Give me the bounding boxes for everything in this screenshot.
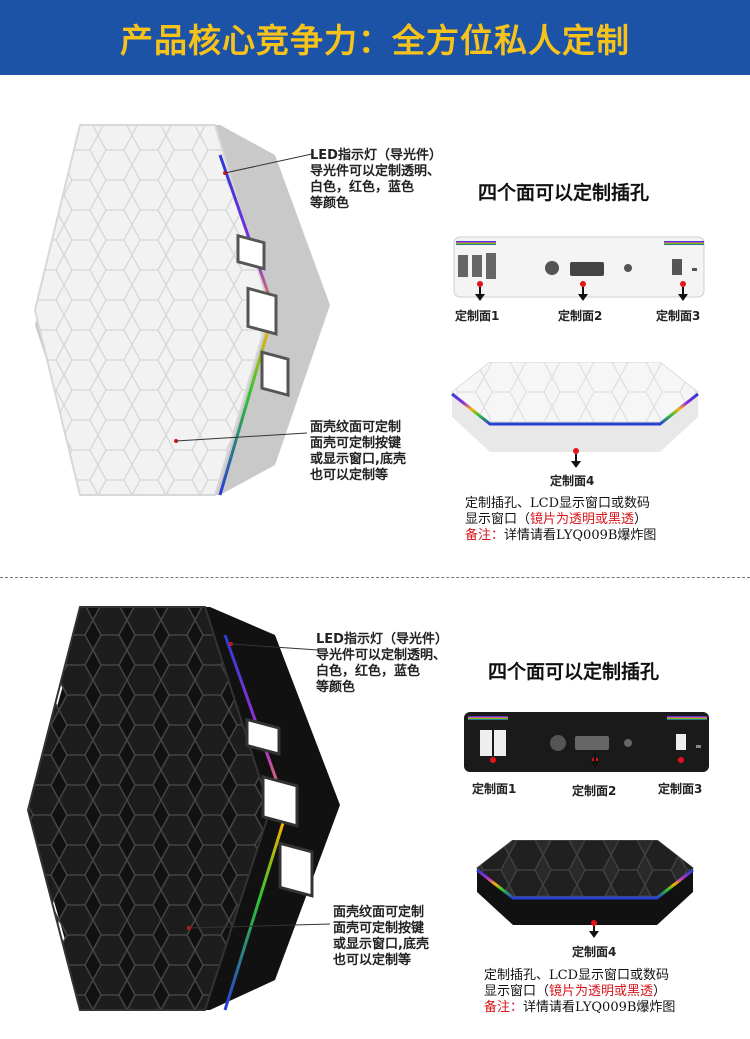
- face2-arrow: [578, 287, 588, 301]
- face1-marker-black: [490, 757, 496, 763]
- led-annotation-black: LED指示灯（导光件） 导光件可以定制透明、 白色，红色，蓝色 等颜色: [316, 632, 448, 695]
- customizable-faces-heading-black: 四个面可以定制插孔: [488, 661, 660, 683]
- face4-marker: [573, 448, 579, 454]
- customization-note: 定制插孔、LCD显示窗口或数码 显示窗口（镜片为透明或黑透） 备注：详情请看LY…: [465, 496, 657, 543]
- face2-arrow-black: [590, 750, 600, 768]
- led-annotation-line: [223, 153, 313, 175]
- white-box-side-view: [453, 236, 705, 298]
- face3-marker: [680, 281, 686, 287]
- customization-note-black: 定制插孔、LCD显示窗口或数码 显示窗口（镜片为透明或黑透） 备注：详情请看LY…: [484, 968, 676, 1015]
- face4-arrow: [571, 454, 581, 468]
- shell-annotation-black: 面壳纹面可定制 面壳可定制按键 或显示窗口,底壳 也可以定制等: [333, 905, 429, 968]
- face3-arrow: [678, 287, 688, 301]
- header-banner: 产品核心竞争力：全方位私人定制: [0, 0, 750, 75]
- led-annotation: LED指示灯（导光件） 导光件可以定制透明、 白色，红色，蓝色 等颜色: [310, 148, 442, 211]
- shell-annotation: 面壳纹面可定制 面壳可定制按键 或显示窗口,底壳 也可以定制等: [310, 420, 406, 483]
- face-label-2: 定制面2: [558, 309, 603, 323]
- face1-arrow: [475, 287, 485, 301]
- face-label-3: 定制面3: [656, 309, 701, 323]
- customizable-faces-heading: 四个面可以定制插孔: [478, 182, 650, 204]
- black-box-top-view: [476, 840, 694, 925]
- black-box-section: LED指示灯（导光件） 导光件可以定制透明、 白色，红色，蓝色 等颜色 面壳纹面…: [0, 580, 750, 1039]
- white-box-main-image: [33, 124, 330, 496]
- white-box-section: LED指示灯（导光件） 导光件可以定制透明、 白色，红色，蓝色 等颜色 面壳纹面…: [0, 75, 750, 575]
- black-box-side-view: [464, 712, 709, 772]
- led-annotation-line-black: [229, 642, 319, 651]
- face1-marker: [477, 281, 483, 287]
- face-label-1: 定制面1: [455, 309, 500, 323]
- face-label-4: 定制面4: [550, 474, 595, 488]
- black-box-main-image: [26, 606, 340, 1011]
- face-label-3-black: 定制面3: [658, 782, 703, 796]
- shell-annotation-line-black: [187, 923, 331, 930]
- face4-marker-black: [591, 920, 597, 926]
- shell-annotation-line: [174, 432, 308, 443]
- face2-marker: [580, 281, 586, 287]
- face3-marker-black: [678, 757, 684, 763]
- section-divider: [0, 577, 750, 578]
- face-label-2-black: 定制面2: [572, 784, 617, 798]
- banner-title: 产品核心竞争力：全方位私人定制: [120, 20, 630, 60]
- face-label-4-black: 定制面4: [572, 945, 617, 959]
- white-box-top-view: [451, 362, 699, 452]
- face-label-1-black: 定制面1: [472, 782, 517, 796]
- face4-arrow-black: [589, 926, 599, 938]
